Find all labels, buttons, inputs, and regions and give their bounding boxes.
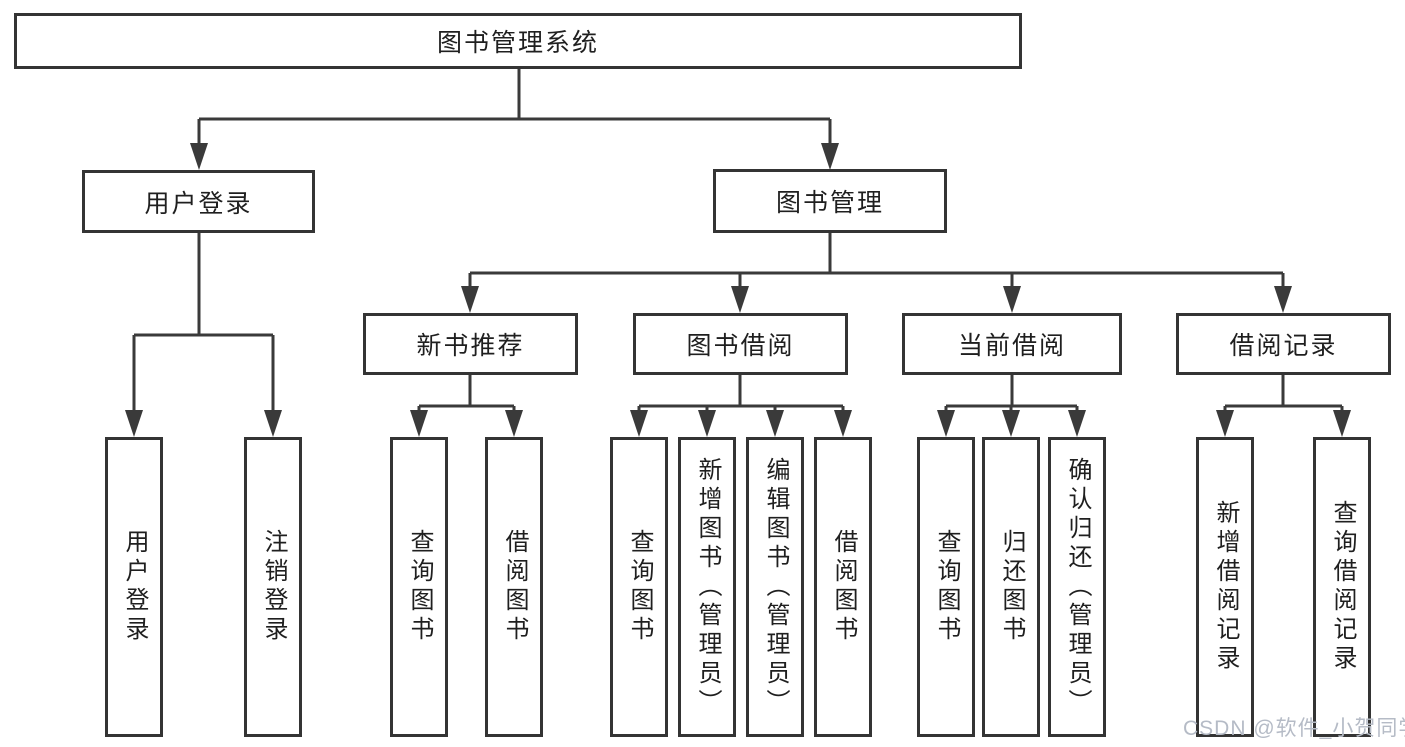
arrowhead-icon [1274,286,1292,313]
leaf-node-return-books: 归还图书 [982,437,1040,737]
arrowhead-icon [190,143,208,170]
connector-book-management-children [461,233,1292,313]
arrowhead-icon [698,410,716,437]
arrowhead-icon [821,143,839,170]
leaf-node-borrow-books: 借阅图书 [485,437,543,737]
arrowhead-icon [410,410,428,437]
node-borrowing-records: 借阅记录 [1176,313,1391,375]
arrowhead-icon [630,410,648,437]
node-user-login: 用户登录 [82,170,315,233]
arrowhead-icon [264,410,282,437]
arrowhead-icon [461,286,479,313]
leaf-node-edit-books-admin: 编辑图书（管理员） [746,437,804,737]
leaf-node-borrow-books: 借阅图书 [814,437,872,737]
leaf-node-add-books-admin: 新增图书（管理员） [678,437,736,737]
arrowhead-icon [766,410,784,437]
connector-root-to-level2 [190,69,839,170]
connector-borrow-record-children [1216,375,1351,437]
node-new-book-recommendation: 新书推荐 [363,313,578,375]
arrowhead-icon [1068,410,1086,437]
node-library-management-system: 图书管理系统 [14,13,1022,69]
leaf-node-query-books: 查询图书 [917,437,975,737]
connector-new-book-children [410,375,523,437]
leaf-node-user-login: 用户登录 [105,437,163,737]
csdn-watermark: CSDN @软件_小贺同学 [1183,717,1405,740]
arrowhead-icon [125,410,143,437]
connector-current-borrow-children [937,375,1086,437]
arrowhead-icon [1002,410,1020,437]
leaf-node-query-books: 查询图书 [610,437,668,737]
arrowhead-icon [834,410,852,437]
arrowhead-icon [1216,410,1234,437]
leaf-node-logout: 注销登录 [244,437,302,737]
arrowhead-icon [1333,410,1351,437]
node-current-borrowing: 当前借阅 [902,313,1122,375]
leaf-node-query-borrow-record: 查询借阅记录 [1313,437,1371,737]
leaf-node-add-borrow-record: 新增借阅记录 [1196,437,1254,737]
connector-user-login-children [125,233,282,437]
node-book-borrowing: 图书借阅 [633,313,848,375]
node-book-management: 图书管理 [713,169,947,233]
leaf-node-query-books: 查询图书 [390,437,448,737]
arrowhead-icon [937,410,955,437]
leaf-node-confirm-return-admin: 确认归还（管理员） [1048,437,1106,737]
connector-book-borrow-children [630,375,852,437]
arrowhead-icon [1003,286,1021,313]
arrowhead-icon [731,286,749,313]
arrowhead-icon [505,410,523,437]
